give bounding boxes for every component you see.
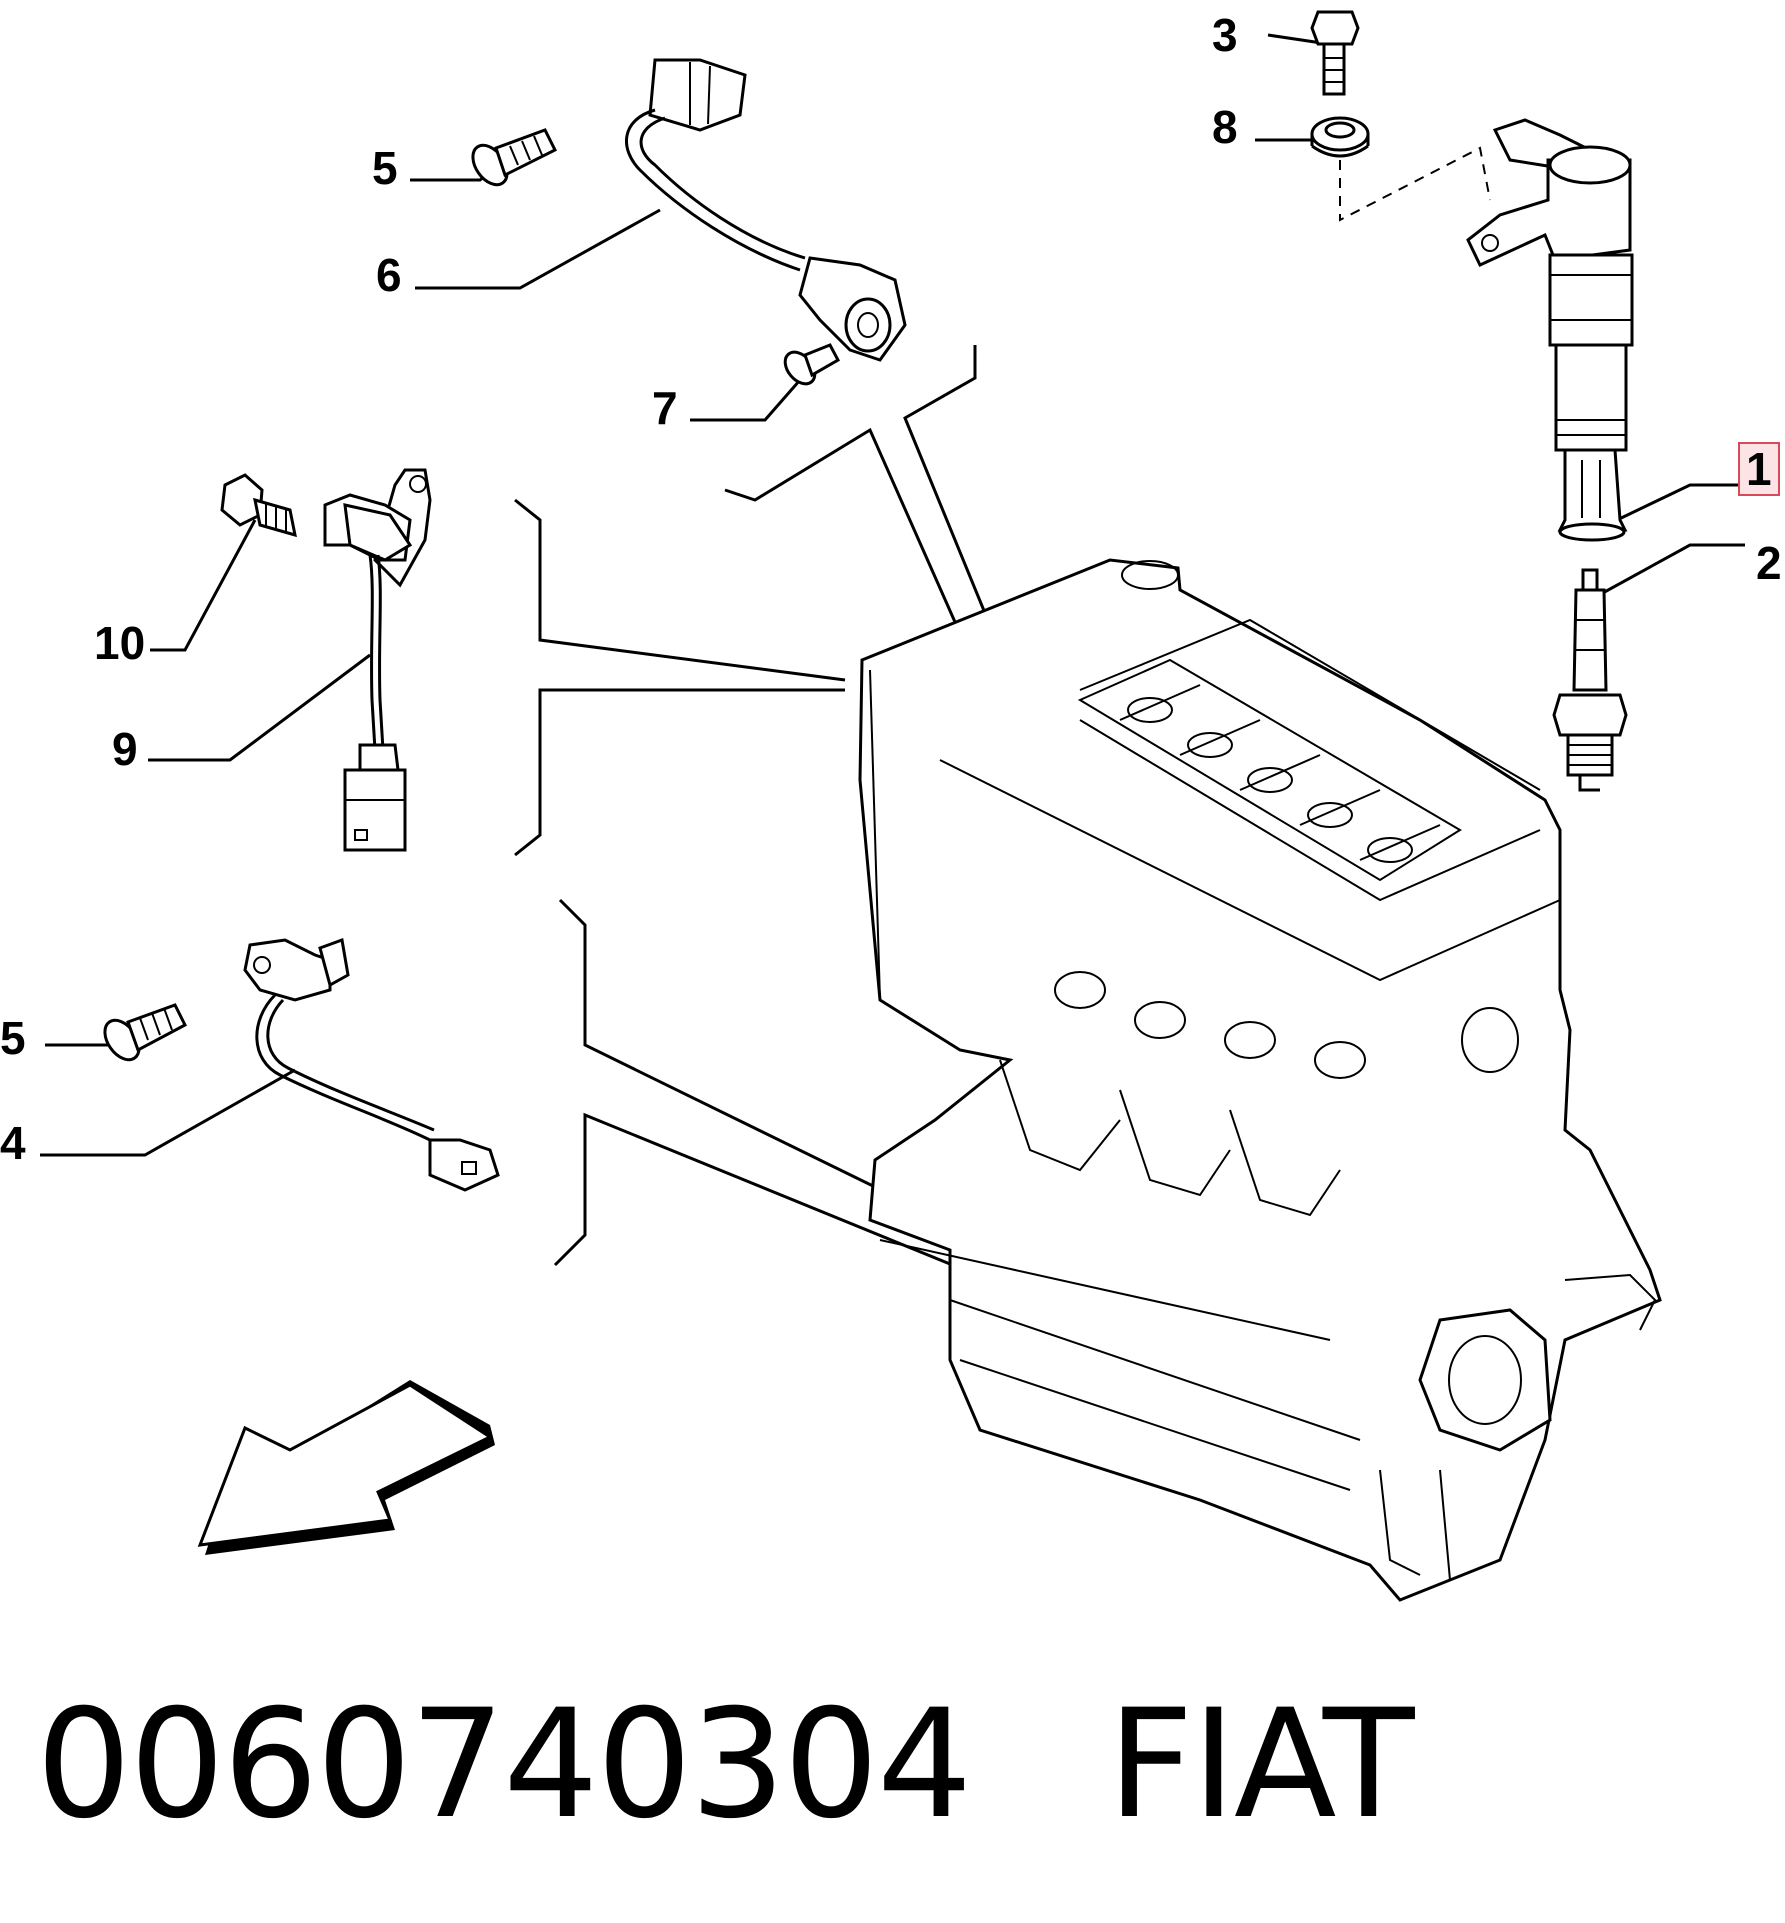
callout-9: 9: [112, 723, 138, 775]
callout-5-top: 5: [372, 142, 398, 194]
callout-3: 3: [1212, 9, 1238, 61]
direction-arrow-icon: [197, 1380, 495, 1555]
part-number: 0060740304: [36, 1678, 972, 1852]
screw-part-7: [783, 343, 841, 386]
ignition-coil-part-1: [1466, 118, 1634, 542]
engine-block: [858, 558, 1662, 1602]
bolt-part-5-top: [471, 128, 558, 187]
sensor-part-4: [243, 937, 500, 1192]
callout-4: 4: [0, 1117, 26, 1169]
leader-lines: [40, 33, 1745, 1157]
bolt-part-3: [1310, 10, 1360, 96]
washer-part-8: [1310, 116, 1370, 158]
callout-8: 8: [1212, 101, 1238, 153]
brand-name: FIAT: [1107, 1678, 1414, 1852]
part-caption: 0060740304 FIAT: [36, 1690, 1415, 1840]
bolt-part-5-bottom: [103, 1003, 187, 1062]
callout-5-bottom: 5: [0, 1012, 26, 1064]
spark-plug-part-2: [1552, 568, 1628, 792]
crank-sensor-part-9: [323, 468, 432, 852]
callout-7: 7: [652, 382, 678, 434]
callout-2: 2: [1756, 537, 1782, 589]
knock-sensor-part-6: [625, 58, 907, 362]
callout-10: 10: [94, 617, 146, 669]
bolt-part-10: [220, 473, 297, 538]
caption-gap: [970, 1678, 1107, 1852]
callout-1-highlighted[interactable]: 1: [1738, 442, 1780, 496]
callout-6: 6: [376, 249, 402, 301]
